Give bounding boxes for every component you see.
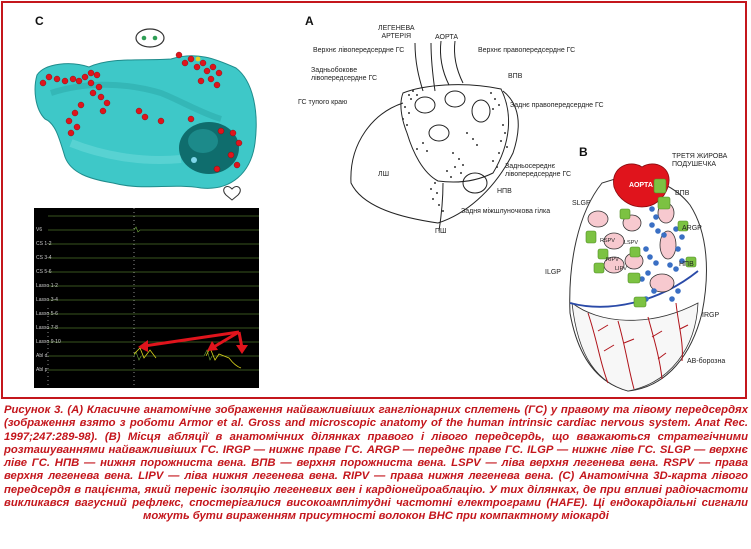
label-av-groove: АВ-борозна (687, 358, 726, 365)
label-aorta-a: АОРТА (435, 34, 459, 41)
label-left-superior-gp: Верхнє лівопередсердне ГС (313, 47, 405, 54)
ecg-channel-label: Lasso 5-6 (36, 311, 58, 317)
label-lipv: LIPV (615, 266, 627, 272)
label-obtuse-margin-gp: ГС тупого краю (298, 99, 348, 106)
panel-b-letter: B (579, 145, 588, 159)
ecg-traces (47, 208, 259, 388)
label-lspv: LSPV (624, 240, 639, 246)
label-ripv: RIPV (606, 257, 619, 263)
label-rspv: RSPV (600, 238, 615, 244)
ecg-channel-label: Abl p (36, 367, 48, 373)
atrium-3d-map (34, 28, 257, 201)
label-ivc-a: НПВ (497, 188, 512, 195)
label-irgp: IRGP (702, 312, 720, 319)
label-left-ventricle: ЛШ (378, 171, 390, 178)
panel-a-letter: A (305, 14, 314, 28)
ecg-channel-label: Lasso 3-4 (36, 297, 58, 303)
label-posterolateral-gp: Задньобокове лівопередсердне ГС (311, 67, 378, 82)
label-ilgp: ILGP (545, 269, 561, 276)
label-third-fat-pad: ТРЕТЯ ЖИРОВА ПОДУШЕЧКА (672, 153, 728, 168)
label-right-ventricle: ПШ (435, 228, 447, 235)
ecg-channel-label: CS 5-6 (36, 269, 52, 275)
panel-c-letter: C (35, 14, 44, 28)
ecg-channel-label: Lasso 9-10 (36, 339, 61, 345)
label-pulmonary-artery: ЛЕГЕНЕВА АРТЕРІЯ (378, 25, 415, 40)
label-svc-b: ВПВ (675, 190, 690, 197)
figure-caption: Рисунок 3. (A) Класичне анатомічне зобра… (4, 404, 748, 523)
ecg-channel-label: V6 (36, 227, 43, 233)
label-posterior-descending-artery: Задня міжшлуночкова гілка (461, 208, 551, 215)
label-slgp: SLGP (572, 200, 591, 207)
label-ivc-b: НПВ (679, 261, 694, 268)
ecg-recording: V6 CS 1-2 CS 3-4 CS 5-6 Lasso 1-2 Lasso … (34, 208, 259, 388)
label-posteromedial-gp: Задньосереднє лівопередсердне ГС (505, 163, 572, 178)
label-aorta-b: АОРТА (629, 182, 653, 189)
label-right-superior-gp: Верхнє правопередсердне ГС (478, 47, 576, 54)
ecg-channel-label: Lasso 1-2 (36, 283, 58, 289)
label-svc-a: ВПВ (508, 73, 523, 80)
label-argp: ARGP (682, 225, 702, 232)
figure-frame: C (1, 1, 747, 399)
ecg-channel-label: CS 3-4 (36, 255, 52, 261)
label-posterior-right-gp: Заднє правопередсердне ГС (510, 102, 604, 109)
ecg-channel-label: CS 1-2 (36, 241, 52, 247)
ecg-channel-label: Abl d (36, 353, 48, 359)
ecg-channel-label: Lasso 7-8 (36, 325, 58, 331)
heart-ablation-diagram (569, 163, 707, 392)
heart-posterior-diagram (350, 40, 519, 232)
